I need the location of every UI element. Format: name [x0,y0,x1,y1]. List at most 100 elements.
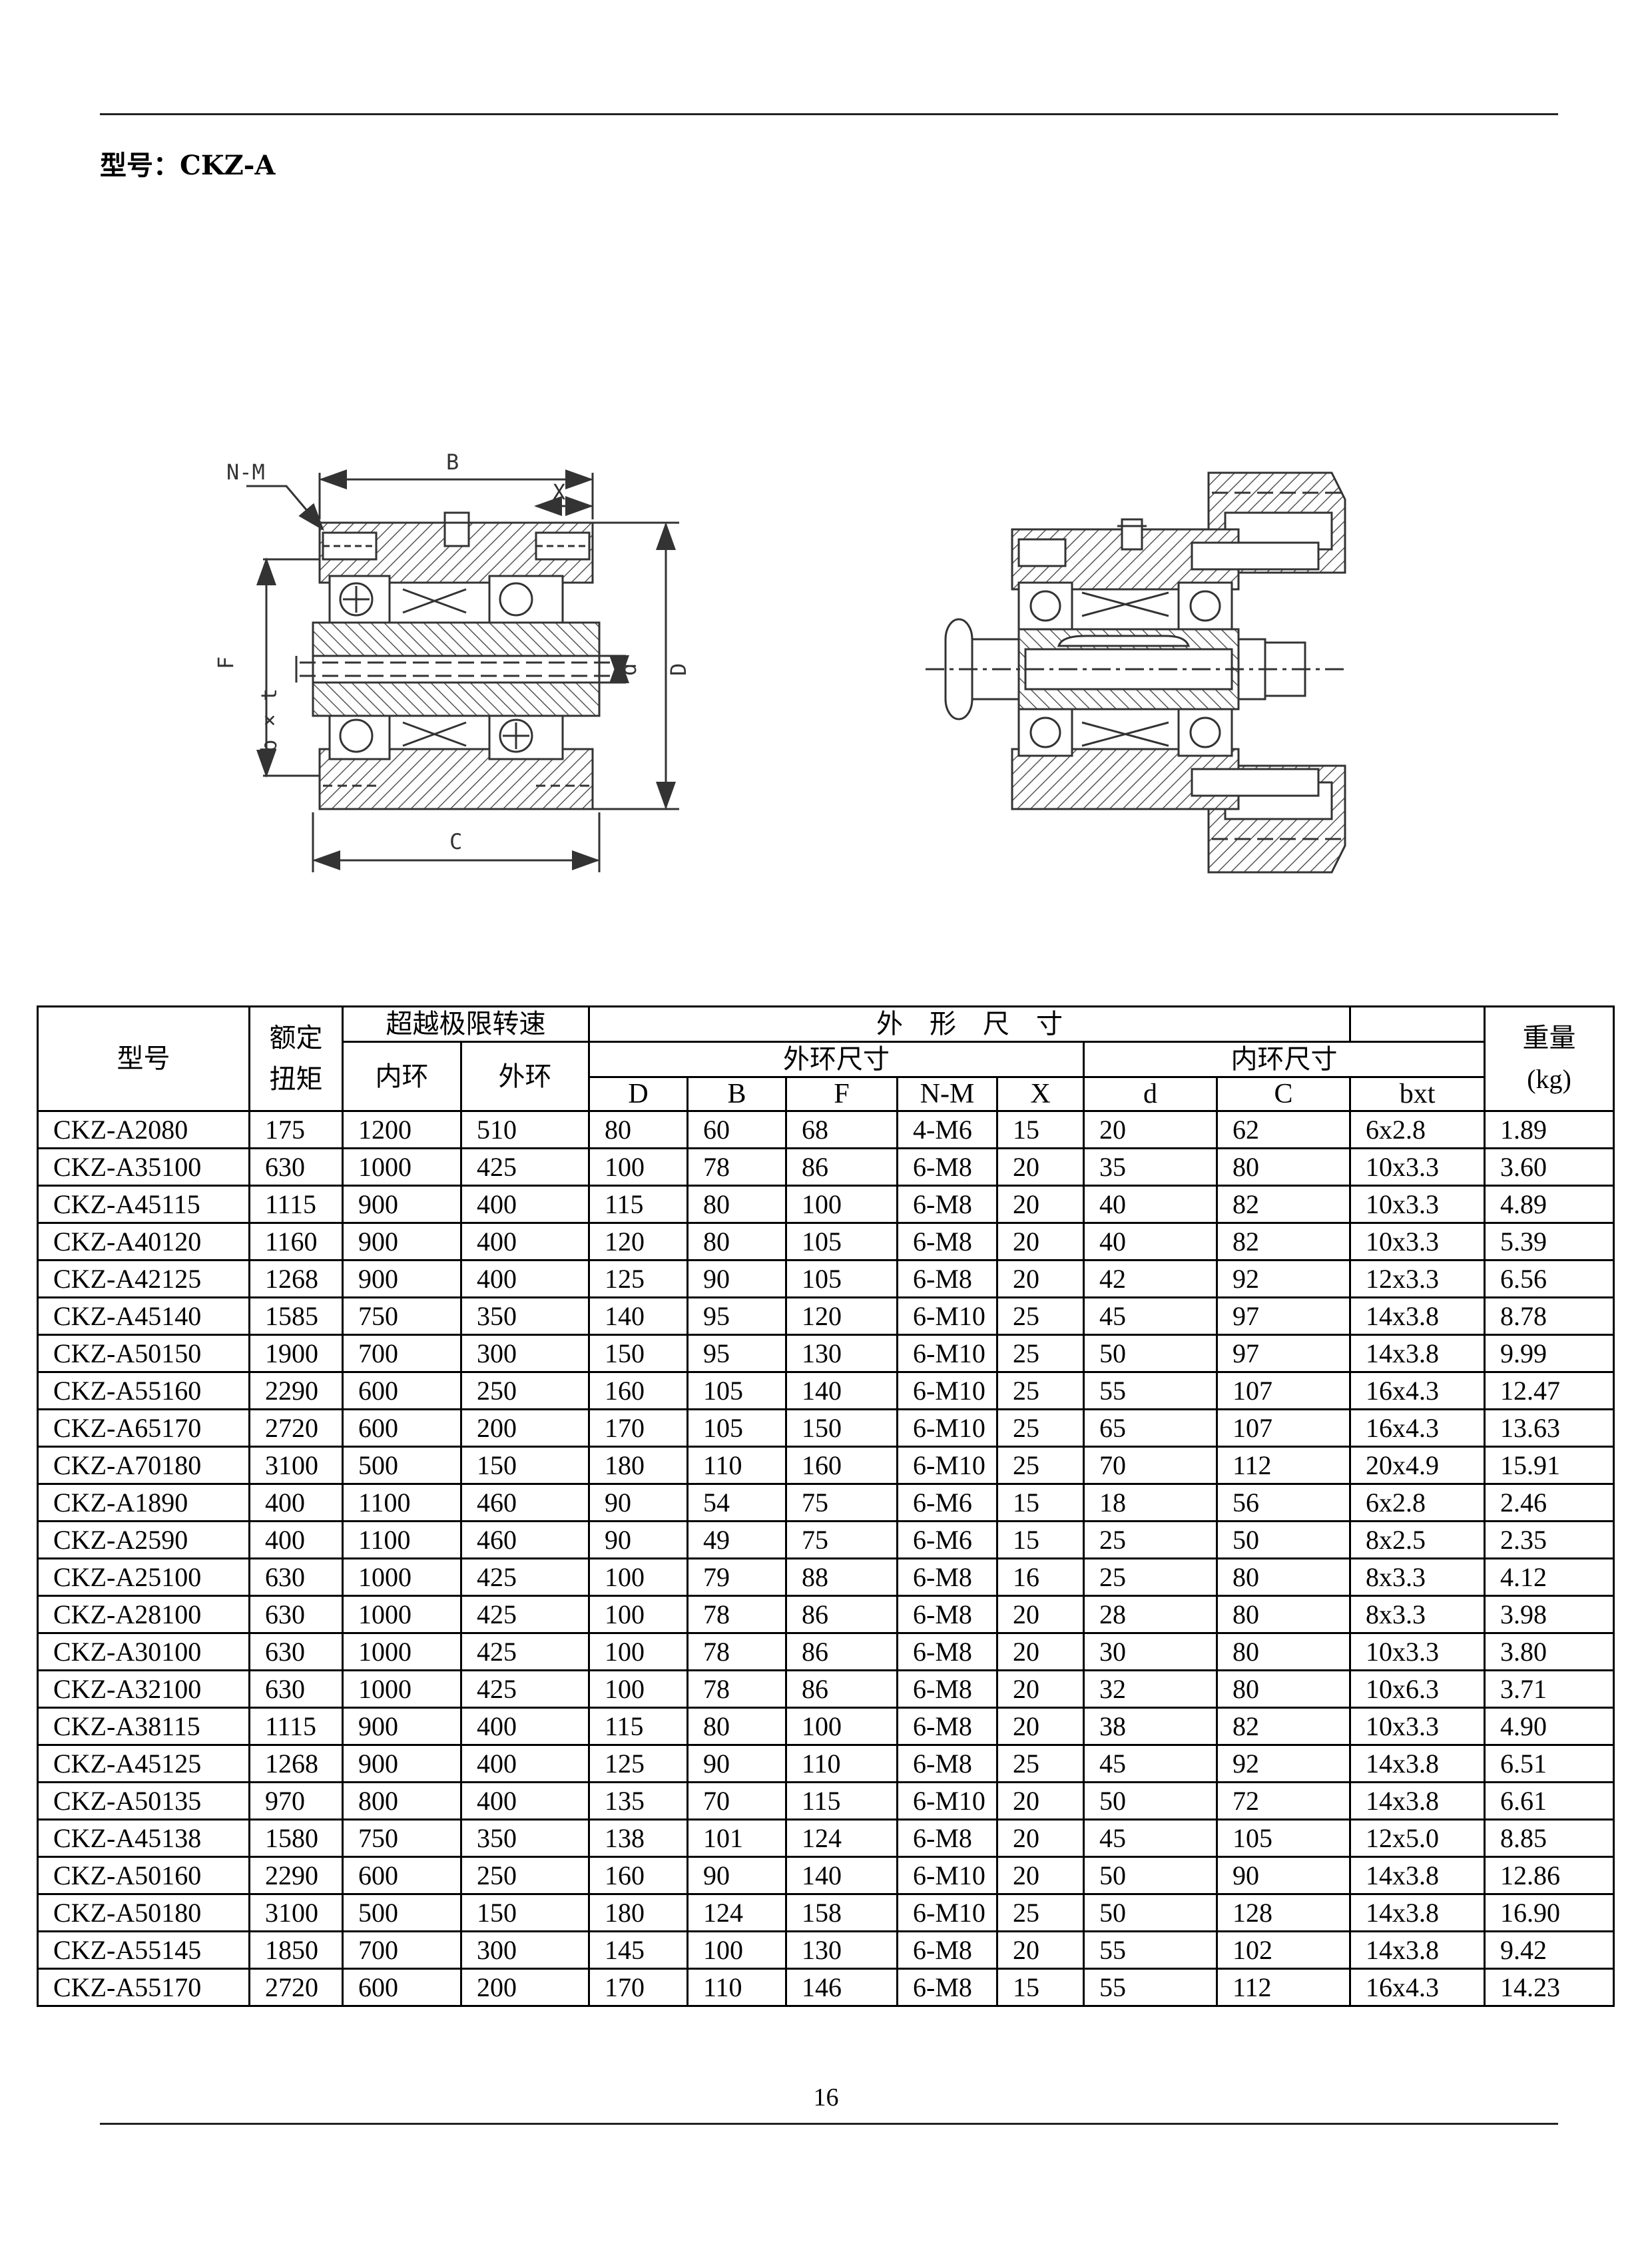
table-cell: 9.99 [1484,1334,1615,1373]
table-cell: 14.23 [1484,1968,1615,2007]
table-cell: 700 [342,1334,462,1373]
table-cell: 10x3.3 [1349,1632,1486,1671]
table-cell: 105 [687,1371,787,1410]
table-cell: 112 [1215,1968,1352,2007]
table-cell: 50 [1083,1334,1218,1373]
table-cell: 28 [1083,1595,1218,1634]
table-cell: 500 [342,1446,462,1485]
table-cell: 30 [1083,1632,1218,1671]
table-cell: 6-M10 [896,1893,998,1932]
table-cell: 1115 [248,1185,344,1224]
table-cell: 150 [588,1334,688,1373]
table-cell: 82 [1215,1185,1352,1224]
left-section-view [246,469,679,872]
table-cell: 8.85 [1484,1819,1615,1858]
table-cell: 1000 [342,1557,462,1597]
table-cell: 6-M8 [896,1222,998,1261]
table-cell: 6-M6 [896,1483,998,1522]
table-cell: 112 [1215,1446,1352,1485]
table-cell: 105 [785,1259,898,1298]
table-cell: 140 [588,1296,688,1336]
table-cell: 80 [687,1222,787,1261]
table-cell: 80 [1215,1595,1352,1634]
header-model: 型号 [37,1005,250,1112]
table-cell: 75 [785,1520,898,1559]
table-cell: 630 [248,1147,344,1187]
table-cell: 107 [1215,1408,1352,1448]
table-cell: 25 [996,1446,1085,1485]
table-cell: 38 [1083,1707,1218,1746]
table-cell: CKZ-A25100 [37,1557,250,1597]
table-cell: CKZ-A70180 [37,1446,250,1485]
table-cell: 20 [1083,1110,1218,1149]
table-cell: 80 [687,1185,787,1224]
table-cell: 100 [588,1632,688,1671]
table-cell: 42 [1083,1259,1218,1298]
table-cell: 1.89 [1484,1110,1615,1149]
table-cell: 45 [1083,1296,1218,1336]
table-cell: CKZ-A45138 [37,1819,250,1858]
table-cell: 8.78 [1484,1296,1615,1336]
table-cell: 970 [248,1781,344,1821]
label-B: B [446,449,459,475]
table-cell: 86 [785,1632,898,1671]
table-cell: 90 [687,1856,787,1895]
col-header-bxt: bxt [1349,1076,1486,1112]
table-cell: CKZ-A40120 [37,1222,250,1261]
bearing-drawings: B X N-M F b × t d D C [213,449,1346,874]
table-cell: 55 [1083,1968,1218,2007]
table-cell: 400 [460,1185,590,1224]
table-cell: 900 [342,1744,462,1783]
table-cell: 300 [460,1334,590,1373]
table-cell: 6.56 [1484,1259,1615,1298]
table-cell: 6-M10 [896,1408,998,1448]
table-cell: 170 [588,1968,688,2007]
right-assembly-view [926,471,1346,874]
table-cell: 55 [1083,1930,1218,1970]
table-cell: 4-M6 [896,1110,998,1149]
table-cell: 350 [460,1296,590,1336]
table-cell: 6x2.8 [1349,1110,1486,1149]
table-cell: 20 [996,1781,1085,1821]
table-cell: 95 [687,1296,787,1336]
table-cell: 70 [687,1781,787,1821]
table-cell: 140 [785,1856,898,1895]
table-cell: 124 [687,1893,787,1932]
table-cell: 14x3.8 [1349,1930,1486,1970]
table-cell: 82 [1215,1222,1352,1261]
table-cell: CKZ-A50150 [37,1334,250,1373]
table-cell: 90 [588,1483,688,1522]
table-cell: 15 [996,1110,1085,1149]
table-cell: 50 [1215,1520,1352,1559]
model-heading: 型号：CKZ-A [100,150,276,181]
table-cell: 630 [248,1595,344,1634]
header-dimensions: 外 形 尺 寸 [587,1005,1352,1043]
table-cell: 105 [687,1408,787,1448]
table-cell: 6-M10 [896,1781,998,1821]
table-cell: 3.80 [1484,1632,1615,1671]
table-cell: 13.63 [1484,1408,1615,1448]
table-cell: 6-M8 [896,1185,998,1224]
table-cell: 92 [1215,1259,1352,1298]
table-cell: 750 [342,1296,462,1336]
label-bxt: b × t [256,689,282,752]
table-cell: 115 [785,1781,898,1821]
table-cell: 15 [996,1520,1085,1559]
table-cell: 20x4.9 [1349,1446,1486,1485]
table-cell: 80 [1215,1557,1352,1597]
table-cell: 250 [460,1856,590,1895]
table-cell: 1585 [248,1296,344,1336]
table-cell: 35 [1083,1147,1218,1187]
table-cell: 82 [1215,1707,1352,1746]
table-cell: 110 [785,1744,898,1783]
table-cell: 80 [1215,1669,1352,1709]
table-cell: 800 [342,1781,462,1821]
table-cell: 100 [785,1707,898,1746]
table-cell: 400 [460,1222,590,1261]
table-cell: 400 [248,1520,344,1559]
table-cell: 101 [687,1819,787,1858]
